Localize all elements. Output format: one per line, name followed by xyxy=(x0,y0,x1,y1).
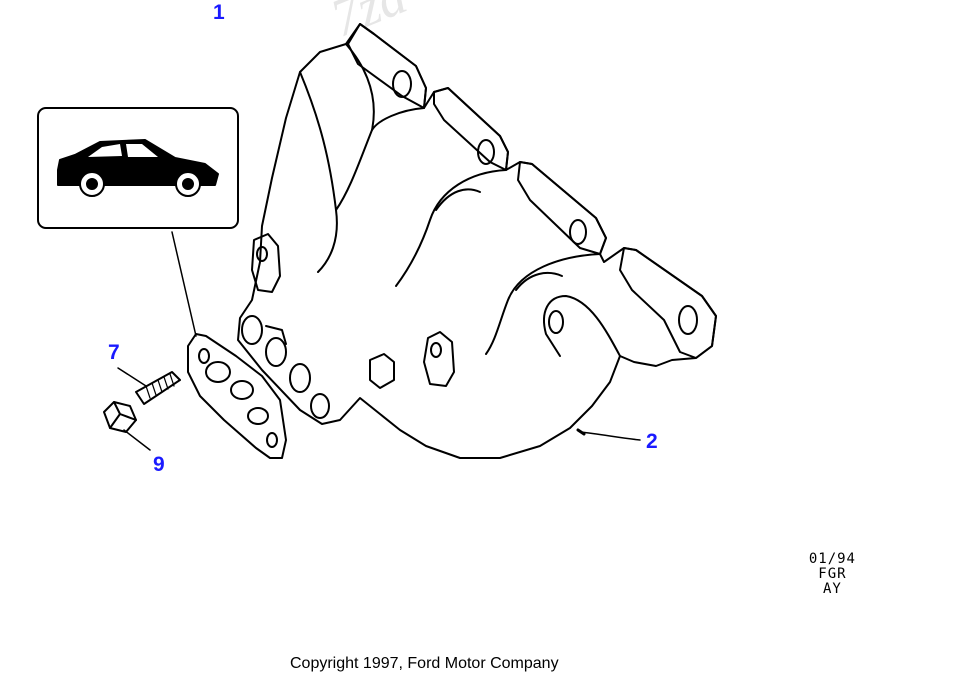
reference-code-line1: 01/94 xyxy=(808,551,856,567)
gasket-drawing xyxy=(187,333,287,459)
reference-code-line3: AY xyxy=(822,581,842,597)
reference-code: 01/94 FGR AY xyxy=(809,552,856,597)
nut-drawing xyxy=(103,401,151,451)
car-silhouette-icon xyxy=(57,139,219,197)
callout-part-1[interactable]: 1 xyxy=(213,1,225,24)
stud-drawing xyxy=(117,367,181,405)
reference-code-line2: FGR xyxy=(818,566,847,582)
callout-part-2[interactable]: 2 xyxy=(646,430,658,453)
vehicle-thumbnail xyxy=(37,107,239,229)
copyright-notice: Copyright 1997, Ford Motor Company xyxy=(290,655,559,672)
exhaust-manifold-drawing xyxy=(237,23,717,459)
callout-part-7[interactable]: 7 xyxy=(108,341,120,364)
callout-part-9[interactable]: 9 xyxy=(153,453,165,476)
